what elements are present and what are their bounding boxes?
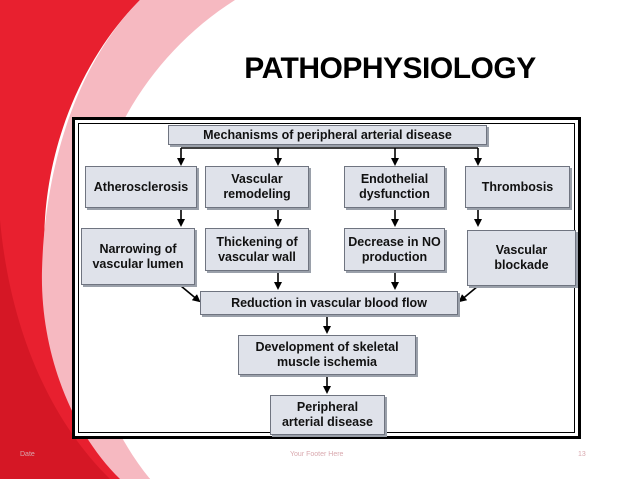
footer-date: Date: [20, 451, 35, 458]
red-swoosh: [0, 0, 150, 479]
box-endothelial-dysfunction: Endothelial dysfunction: [344, 166, 445, 208]
box-peripheral-arterial-disease: Peripheral arterial disease: [270, 395, 385, 435]
box-decrease-no-production: Decrease in NO production: [344, 228, 445, 271]
arrow-narrowing-to-reduction: [180, 285, 201, 303]
box-reduction-blood-flow: Reduction in vascular blood flow: [200, 291, 458, 315]
box-vascular-remodeling: Vascular remodeling: [205, 166, 309, 208]
slide-title: PATHOPHYSIOLOGY: [244, 52, 536, 85]
box-thickening-vascular-wall: Thickening of vascular wall: [205, 228, 309, 271]
box-atherosclerosis: Atherosclerosis: [85, 166, 197, 208]
box-mechanisms-header: Mechanisms of peripheral arterial diseas…: [168, 125, 487, 145]
box-narrowing-vascular-lumen: Narrowing of vascular lumen: [81, 228, 195, 285]
box-skeletal-muscle-ischemia: Development of skeletal muscle ischemia: [238, 335, 416, 375]
footer-page-number: 13: [578, 451, 586, 458]
dark-red-swoosh: [0, 220, 110, 479]
box-thrombosis: Thrombosis: [465, 166, 570, 208]
box-vascular-blockade: Vascular blockade: [467, 230, 576, 286]
arrow-blockade-to-reduction: [458, 285, 479, 303]
footer-text: Your Footer Here: [290, 451, 344, 458]
